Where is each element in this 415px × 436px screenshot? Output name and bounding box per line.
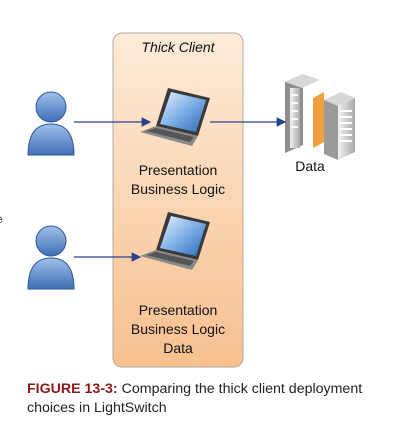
figure-caption: FIGURE 13-3: Comparing the thick client …	[27, 380, 397, 418]
data-label: Data	[295, 158, 325, 174]
laptop-icon-bottom	[140, 212, 210, 270]
stray-text: e	[0, 212, 3, 226]
layer-label: Business Logic	[130, 181, 226, 197]
thick-client-title: Thick Client	[141, 39, 215, 55]
layer-label: Business Logic	[130, 321, 226, 337]
figure-number: FIGURE 13-3:	[27, 381, 118, 397]
layer-label: Data	[163, 340, 193, 356]
laptop-icon-top	[140, 88, 210, 146]
caption-text: Comparing the thick client deployment ch…	[27, 381, 363, 416]
user-icon-top	[27, 91, 75, 156]
thick-client-panel	[112, 32, 244, 368]
layer-label: Presentation	[138, 162, 218, 178]
data-server-icon	[285, 74, 355, 160]
user-icon-bottom	[27, 225, 75, 290]
layer-label: Presentation	[138, 302, 218, 318]
client-layers-bottom: Presentation Business Logic Data	[113, 301, 243, 358]
client-layers-top: Presentation Business Logic	[113, 161, 243, 199]
